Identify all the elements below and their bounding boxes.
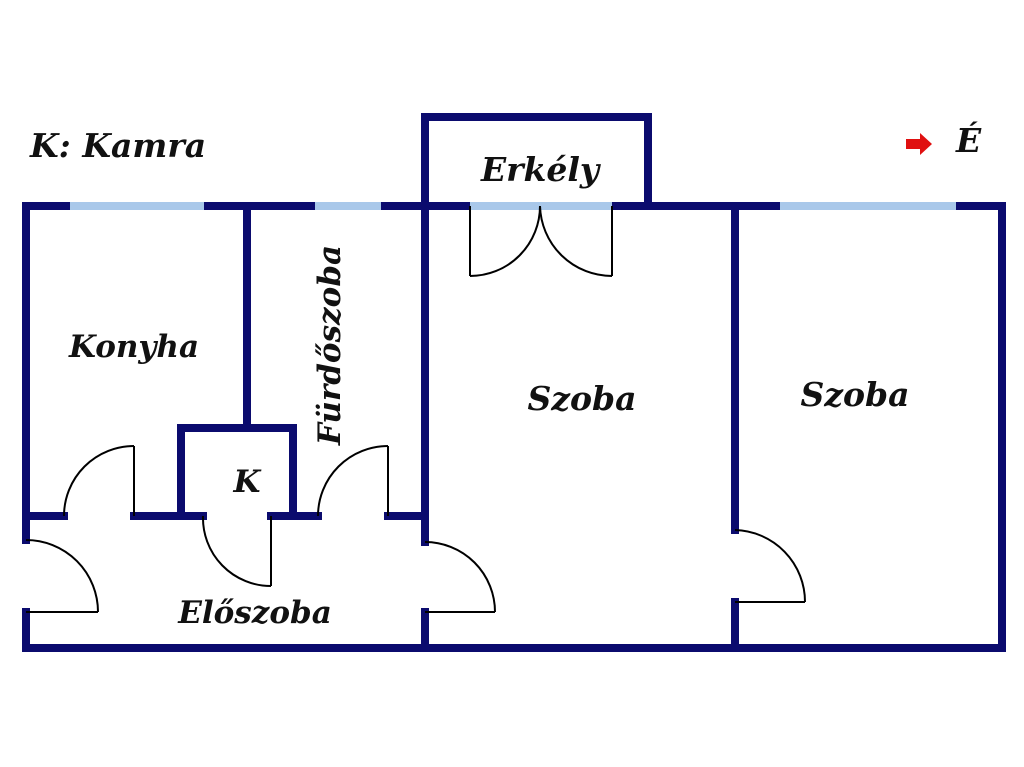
kitchen-label: Konyha xyxy=(68,329,199,365)
balcony-double-door xyxy=(469,205,613,277)
right-room-door xyxy=(734,529,806,603)
doors xyxy=(25,205,806,613)
middle-room-door xyxy=(424,541,496,613)
middle-room-label: Szoba xyxy=(527,379,636,418)
balcony-label: Erkély xyxy=(480,150,602,189)
kitchen-door xyxy=(63,445,135,517)
pantry-door xyxy=(201,515,272,587)
compass: É xyxy=(906,120,982,160)
walls xyxy=(22,113,1006,652)
bathroom-label: Fürdőszoba xyxy=(312,245,348,446)
entrance-door xyxy=(25,539,99,613)
hall-label: Előszoba xyxy=(177,595,332,631)
arrow-right-icon xyxy=(906,133,932,155)
legend-text: K: Kamra xyxy=(29,126,206,165)
pantry-label: K xyxy=(233,464,262,500)
bathroom-door xyxy=(317,445,389,517)
north-label: É xyxy=(955,120,982,160)
labels: K: Kamra Erkély Konyha Fürdőszoba K Elős… xyxy=(29,126,910,631)
right-room-label: Szoba xyxy=(800,375,909,414)
